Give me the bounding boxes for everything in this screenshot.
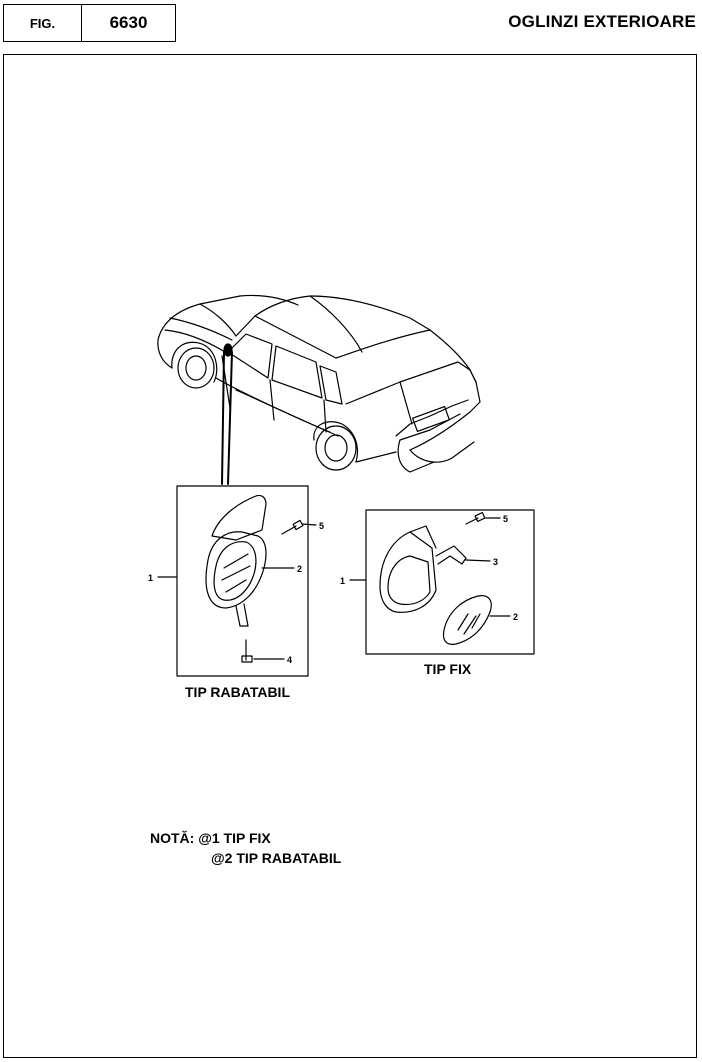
callout-fixed-5: 5 — [503, 514, 508, 524]
car-illustration — [157, 294, 481, 473]
note-line-2: @2 TIP RABATABIL — [211, 850, 342, 866]
fixed-mirror-box — [365, 509, 535, 655]
fig-number: 6630 — [109, 13, 148, 32]
callout-folding-5: 5 — [319, 521, 324, 531]
note-block: NOTĂ: @1 TIP FIX @2 TIP RABATABIL — [150, 828, 341, 868]
callout-folding-4: 4 — [287, 655, 292, 665]
callout-folding-1: 1 — [148, 573, 153, 583]
note-label: NOTĂ: — [150, 830, 195, 846]
page-title: OGLINZI EXTERIOARE — [508, 12, 696, 31]
callout-folding-2: 2 — [297, 564, 302, 574]
drawing-frame — [3, 54, 697, 1058]
fixed-mirror-group — [349, 509, 535, 655]
callout-fixed-3: 3 — [493, 557, 498, 567]
car-to-mirror-leader — [221, 351, 233, 485]
fig-label: FIG. — [29, 15, 56, 31]
caption-folding-type: TIP RABATABIL — [185, 684, 290, 700]
callout-fixed-2: 2 — [513, 612, 518, 622]
caption-fixed-type: TIP FIX — [424, 661, 472, 677]
note-line-1: @1 TIP FIX — [198, 830, 271, 846]
fig-number-box: 6630 — [81, 4, 176, 42]
callout-fixed-1: 1 — [340, 576, 345, 586]
folding-mirror-box — [176, 485, 309, 677]
folding-mirror-group — [157, 485, 317, 677]
